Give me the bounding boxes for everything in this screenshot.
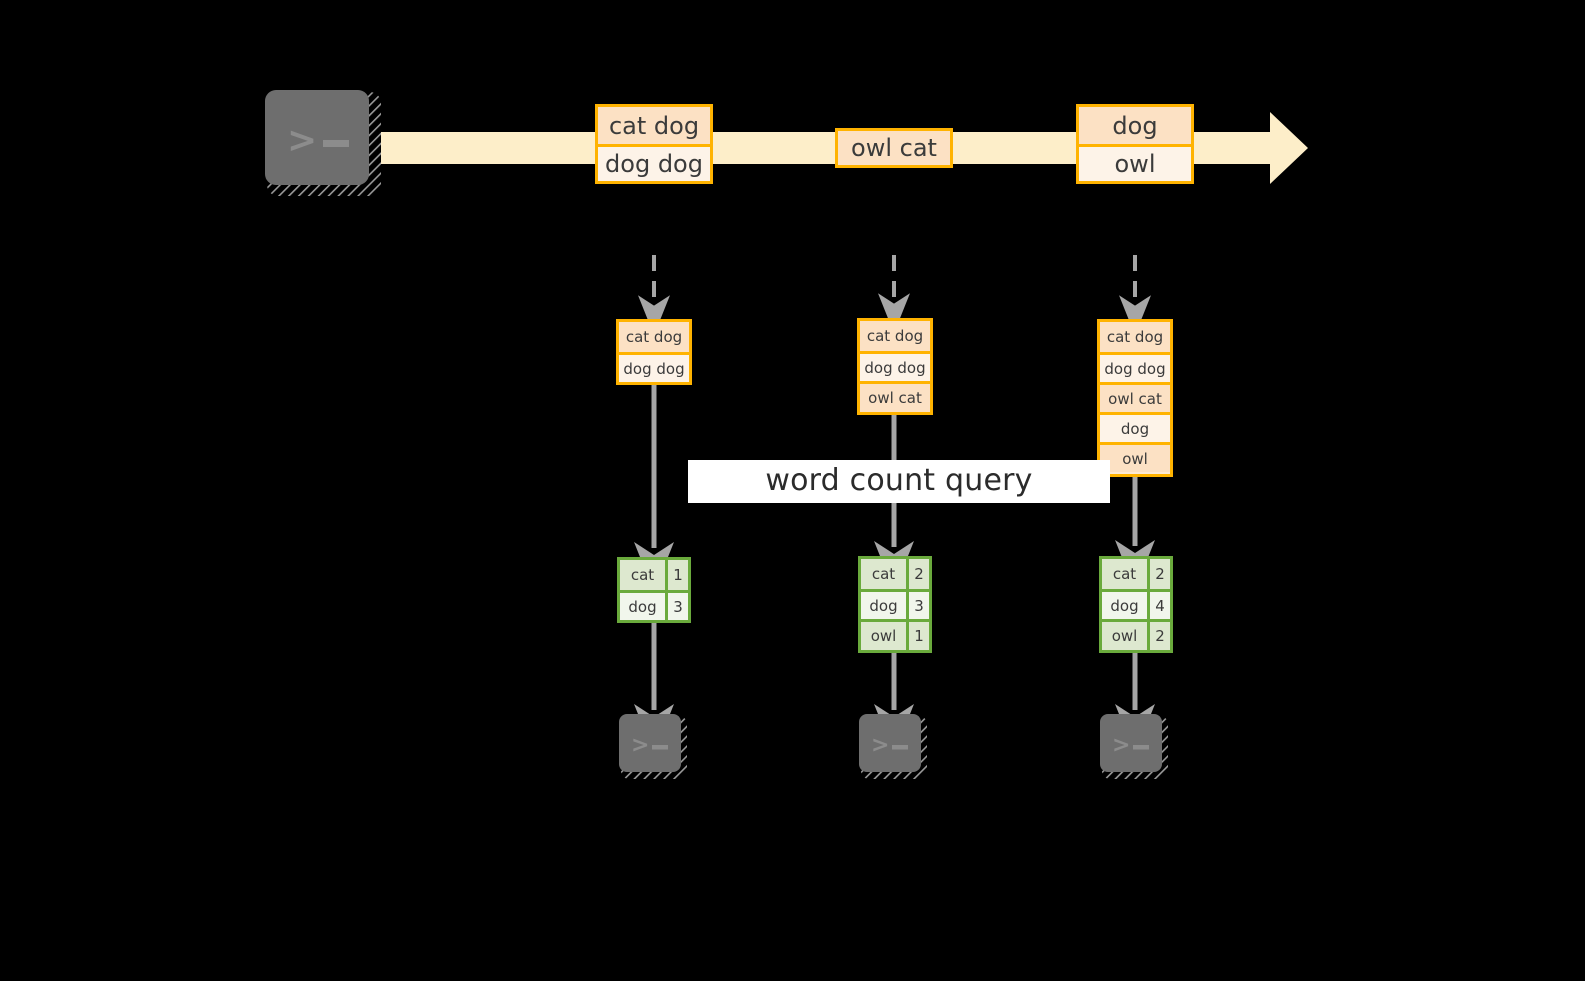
result-3-word-1: cat xyxy=(1102,559,1147,589)
stream-message-2[interactable]: owl cat xyxy=(835,128,953,168)
sink-terminal-2-glyph: > xyxy=(859,714,927,779)
result-3-word-3: owl xyxy=(1102,622,1147,650)
result-3-table[interactable]: cat 2 dog 4 owl 2 xyxy=(1099,556,1173,653)
result-3-row-1: cat 2 xyxy=(1102,559,1170,589)
snapshot-2-row-2: dog dog xyxy=(860,351,930,381)
svg-text:>: > xyxy=(1112,733,1130,758)
result-to-sink-connectors xyxy=(634,623,1155,754)
result-3-row-2: dog 4 xyxy=(1102,589,1170,619)
query-label-band: word count query xyxy=(688,460,1110,503)
result-1-count-1: 1 xyxy=(665,560,688,590)
stream-to-snapshot-connectors xyxy=(638,255,1151,336)
stream-message-3[interactable]: dog owl xyxy=(1076,104,1194,184)
snapshot-1-row-2: dog dog xyxy=(619,352,689,382)
snapshot-3-row-2: dog dog xyxy=(1100,352,1170,382)
result-2-count-3: 1 xyxy=(906,622,929,650)
result-2-count-1: 2 xyxy=(906,559,929,589)
result-3-row-3: owl 2 xyxy=(1102,619,1170,650)
snapshot-3-table[interactable]: cat dog dog dog owl cat dog owl xyxy=(1097,319,1173,477)
result-2-row-2: dog 3 xyxy=(861,589,929,619)
result-3-count-1: 2 xyxy=(1147,559,1170,589)
snapshot-3-row-5: owl xyxy=(1100,442,1170,472)
stream-message-3-line-2: owl xyxy=(1079,144,1191,181)
stream-message-1-line-2: dog dog xyxy=(598,144,710,181)
snapshot-2-row-1: cat dog xyxy=(860,321,930,351)
sink-terminal-2-icon[interactable]: > xyxy=(859,714,929,781)
result-2-count-2: 3 xyxy=(906,592,929,619)
svg-text:>: > xyxy=(287,120,317,161)
snapshot-3-row-4: dog xyxy=(1100,412,1170,442)
stream-message-1-line-1: cat dog xyxy=(598,107,710,144)
sink-terminal-3-glyph: > xyxy=(1100,714,1168,779)
svg-text:>: > xyxy=(631,733,649,758)
result-1-word-1: cat xyxy=(620,560,665,590)
snapshot-1-row-1: cat dog xyxy=(619,322,689,352)
stream-message-1[interactable]: cat dog dog dog xyxy=(595,104,713,184)
result-2-table[interactable]: cat 2 dog 3 owl 1 xyxy=(858,556,932,653)
result-1-count-2: 3 xyxy=(665,593,688,620)
result-2-word-3: owl xyxy=(861,622,906,650)
result-3-word-2: dog xyxy=(1102,592,1147,619)
result-2-row-3: owl 1 xyxy=(861,619,929,650)
sink-terminal-1-icon[interactable]: > xyxy=(619,714,689,781)
result-1-row-1: cat 1 xyxy=(620,560,688,590)
sink-terminal-3-icon[interactable]: > xyxy=(1100,714,1170,781)
sink-terminal-1-glyph: > xyxy=(619,714,687,779)
result-1-row-2: dog 3 xyxy=(620,590,688,620)
result-2-word-1: cat xyxy=(861,559,906,589)
source-terminal-icon[interactable]: > xyxy=(265,90,383,198)
source-terminal-glyph: > xyxy=(265,90,381,196)
snapshot-2-table[interactable]: cat dog dog dog owl cat xyxy=(857,318,933,415)
result-3-count-2: 4 xyxy=(1147,592,1170,619)
stream-message-3-line-1: dog xyxy=(1079,107,1191,144)
svg-text:>: > xyxy=(871,733,889,758)
snapshot-3-row-1: cat dog xyxy=(1100,322,1170,352)
snapshot-2-row-3: owl cat xyxy=(860,381,930,412)
result-1-word-2: dog xyxy=(620,593,665,620)
result-2-row-1: cat 2 xyxy=(861,559,929,589)
result-1-table[interactable]: cat 1 dog 3 xyxy=(617,557,691,623)
snapshot-3-row-3: owl cat xyxy=(1100,382,1170,412)
result-3-count-3: 2 xyxy=(1147,622,1170,650)
query-label: word count query xyxy=(765,463,1033,498)
result-2-word-2: dog xyxy=(861,592,906,619)
stream-message-2-line-1: owl cat xyxy=(838,131,950,165)
snapshot-1-table[interactable]: cat dog dog dog xyxy=(616,319,692,385)
